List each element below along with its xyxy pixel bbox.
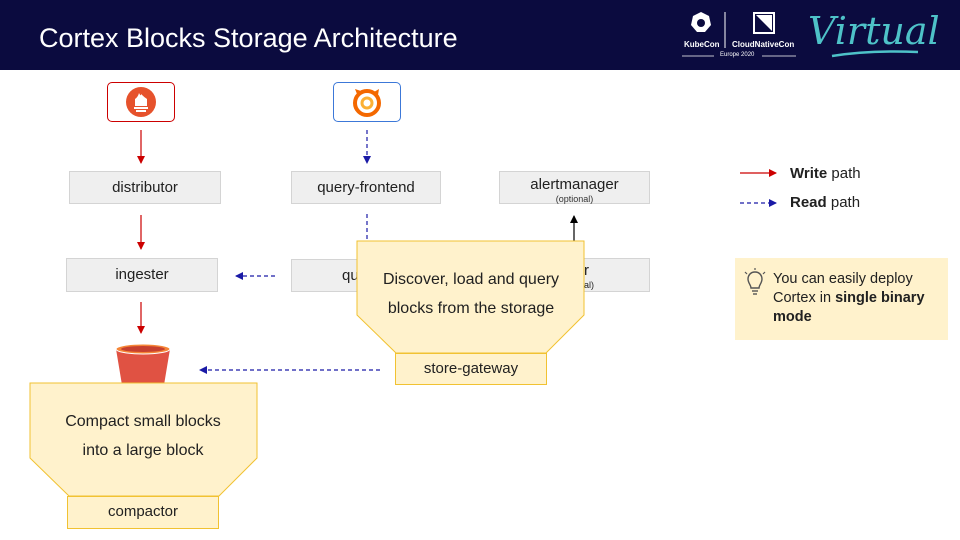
store-gateway-text-line1: Discover, load and query	[382, 271, 560, 288]
cloudnativecon-text: CloudNativeCon	[732, 40, 795, 49]
legend-read: Read path	[790, 194, 860, 211]
ruler-label: r	[584, 262, 589, 279]
kubecon-text: KubeCon	[684, 40, 720, 49]
store-gateway-label: store-gateway	[423, 360, 519, 377]
distributor-label: distributor	[112, 179, 178, 196]
ingester-box: ingester	[66, 258, 218, 292]
store-gateway-box: store-gateway	[395, 353, 547, 385]
legend-write-bold: Write	[790, 165, 828, 182]
compactor-box: compactor	[67, 496, 219, 529]
tip-text-bold: single binary mode	[773, 290, 925, 325]
bucket-icon	[115, 343, 171, 385]
virtual-logo-text: Virtual	[808, 9, 940, 53]
compactor-description: Compact small blocks into a large block	[29, 407, 257, 465]
slide-title: Cortex Blocks Storage Architecture	[39, 23, 458, 53]
legend-write: Write path	[790, 165, 861, 182]
query-frontend-box: query-frontend	[291, 171, 441, 204]
tip-box: You can easily deploy Cortex in single b…	[735, 258, 948, 340]
prometheus-node	[107, 82, 175, 122]
query-frontend-label: query-frontend	[317, 179, 415, 196]
ingester-label: ingester	[115, 266, 169, 283]
kubecon-cloudnativecon-logo	[682, 12, 796, 57]
alertmanager-optional-note: (optional)	[555, 194, 594, 204]
virtual-underline	[831, 50, 919, 58]
lightbulb-icon	[744, 268, 766, 295]
grafana-node	[333, 82, 401, 122]
alertmanager-box: alertmanager (optional)	[499, 171, 650, 204]
legend-read-rest: path	[826, 194, 861, 211]
kubecon-icon	[691, 12, 711, 32]
legend-write-rest: path	[827, 165, 861, 182]
distributor-box: distributor	[69, 171, 221, 204]
querier-label: qu	[342, 267, 359, 284]
cloudnativecon-icon	[753, 12, 775, 34]
alertmanager-label: alertmanager	[530, 176, 619, 193]
store-gateway-description: Discover, load and query blocks from the…	[357, 265, 585, 323]
compactor-label: compactor	[107, 503, 179, 520]
legend-read-bold: Read	[790, 194, 827, 211]
header-bar: Cortex Blocks Storage Architecture KubeC…	[0, 0, 960, 70]
ruler-optional-note: al)	[584, 280, 595, 290]
store-gateway-text-line2: blocks from the storage	[387, 300, 555, 317]
compactor-callout	[29, 382, 258, 497]
grafana-icon	[353, 89, 381, 117]
tip-text-start: You can easily deploy Cortex in	[773, 271, 913, 306]
prometheus-icon	[126, 87, 156, 117]
compactor-text-line2: into a large block	[82, 442, 204, 459]
event-text: Europe 2020	[720, 52, 755, 58]
tip-text: You can easily deploy Cortex in single b…	[773, 270, 945, 327]
conference-logo: KubeCon CloudNativeCon Europe 2020	[676, 8, 946, 64]
compactor-text-line1: Compact small blocks	[65, 413, 221, 430]
